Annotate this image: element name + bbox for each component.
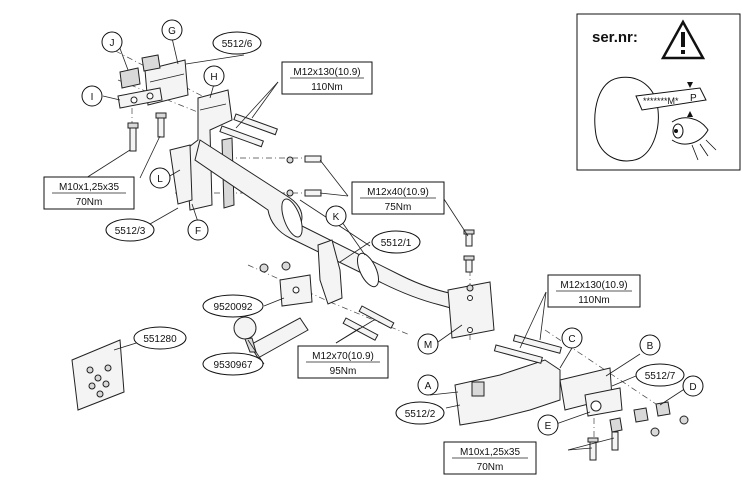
torque-box-1: M12x130(10.9) 110Nm [281,61,373,95]
inner-plate-f [169,144,193,205]
bolt-m12x40-2 [304,189,322,197]
torque-box-3: M12x40(10.9) 75Nm [351,181,445,215]
callout-g-label: G [168,26,176,37]
callout-a-label: A [425,381,432,392]
callout-m: M [417,333,439,355]
eye-icon [671,117,717,161]
nut-plate-j2 [141,54,161,72]
callout-d-label: D [689,382,696,393]
part-label-5512-6: 5512/6 [212,31,262,55]
part-label-5512-7: 5512/7 [635,363,685,387]
right-bracket-assembly [454,359,689,461]
callout-g: G [161,19,183,41]
callout-j: J [101,31,123,53]
callout-i: I [81,85,103,107]
part-label-9530967: 9530967 [202,352,264,376]
torque-box-6: M10x1,25x35 70Nm [443,441,537,475]
wiring-module-551280 [71,339,125,411]
callout-k-label: K [333,212,340,223]
part-5512-7-text: 5512/7 [645,371,676,382]
arrow-down-icon [687,82,693,88]
part-label-9520092: 9520092 [202,294,264,318]
socket-holder [317,239,343,305]
bracket-5512-2 [454,359,561,426]
long-bolts-top [219,113,322,197]
part-5512-2-text: 5512/2 [405,409,436,420]
torque-5-bolt: M12x70(10.9) [312,351,374,362]
socket-bracket-assembly [259,239,343,307]
bolts-m12x70 [342,305,395,341]
part-label-5512-2: 5512/2 [395,401,445,425]
serial-title: ser.nr: [592,29,638,46]
part-5512-3-text: 5512/3 [115,226,146,237]
torque-2-bolt: M10x1,25x35 [59,182,119,193]
leader-lines [85,37,687,451]
torque-2-value: 70Nm [76,197,103,208]
bolt-m12x40-1 [304,155,322,163]
right-plate-bolts [463,229,475,292]
serial-plate-suffix: P [690,93,697,104]
right-end-plate [447,281,495,339]
callout-m-label: M [424,340,432,351]
part-label-551280: 551280 [133,326,187,350]
torque-box-4: M12x130(10.9) 110Nm [547,274,641,308]
torque-5-value: 95Nm [330,366,357,377]
callout-h-label: H [210,72,217,83]
callout-h: H [203,65,225,87]
long-bolts-bottom [493,334,562,364]
torque-box-5: M12x70(10.9) 95Nm [297,345,389,379]
callout-l-label: L [157,174,163,185]
bolt-m10-left [129,124,137,152]
torque-box-2: M10x1,25x35 70Nm [43,176,135,210]
part-label-5512-1: 5512/1 [371,230,421,254]
callout-f: F [187,219,209,241]
callout-j-label: J [110,38,115,49]
part-5512-1-text: 5512/1 [381,238,412,249]
part-5512-6-text: 5512/6 [222,39,253,50]
torque-4-bolt: M12x130(10.9) [560,280,627,291]
callout-e-label: E [545,421,552,432]
arrow-up-icon [687,111,693,117]
plate-i [117,87,163,109]
part-551280-text: 551280 [143,334,177,345]
torque-6-bolt: M10x1,25x35 [460,447,520,458]
part-9520092-text: 9520092 [214,302,253,313]
torque-3-value: 75Nm [385,202,412,213]
callout-l: L [149,167,171,189]
serial-plate-text: *******M* [643,96,679,106]
warning-triangle-icon [660,19,706,60]
serial-warning-panel: ser.nr: *******M* P [576,13,741,171]
torque-4-value: 110Nm [578,295,610,306]
callout-c: C [561,327,583,349]
torque-1-value: 110Nm [311,82,343,93]
callout-a: A [417,374,439,396]
callout-b-label: B [647,341,654,352]
callout-i-label: I [91,92,94,103]
callout-f-label: F [195,226,201,237]
callout-e: E [537,414,559,436]
callout-d: D [682,375,704,397]
torque-1-bolt: M12x130(10.9) [293,67,360,78]
nut-plate-j [119,67,141,89]
callout-b: B [639,334,661,356]
tow-ball-9530967 [233,316,309,359]
serial-plate [635,87,707,111]
towbar-plate-outline [594,76,659,162]
torque-6-value: 70Nm [477,462,504,473]
part-label-5512-3: 5512/3 [105,218,155,242]
torque-3-bolt: M12x40(10.9) [367,187,429,198]
part-9530967-text: 9530967 [214,360,253,371]
callout-k: K [325,205,347,227]
callout-c-label: C [568,334,575,345]
